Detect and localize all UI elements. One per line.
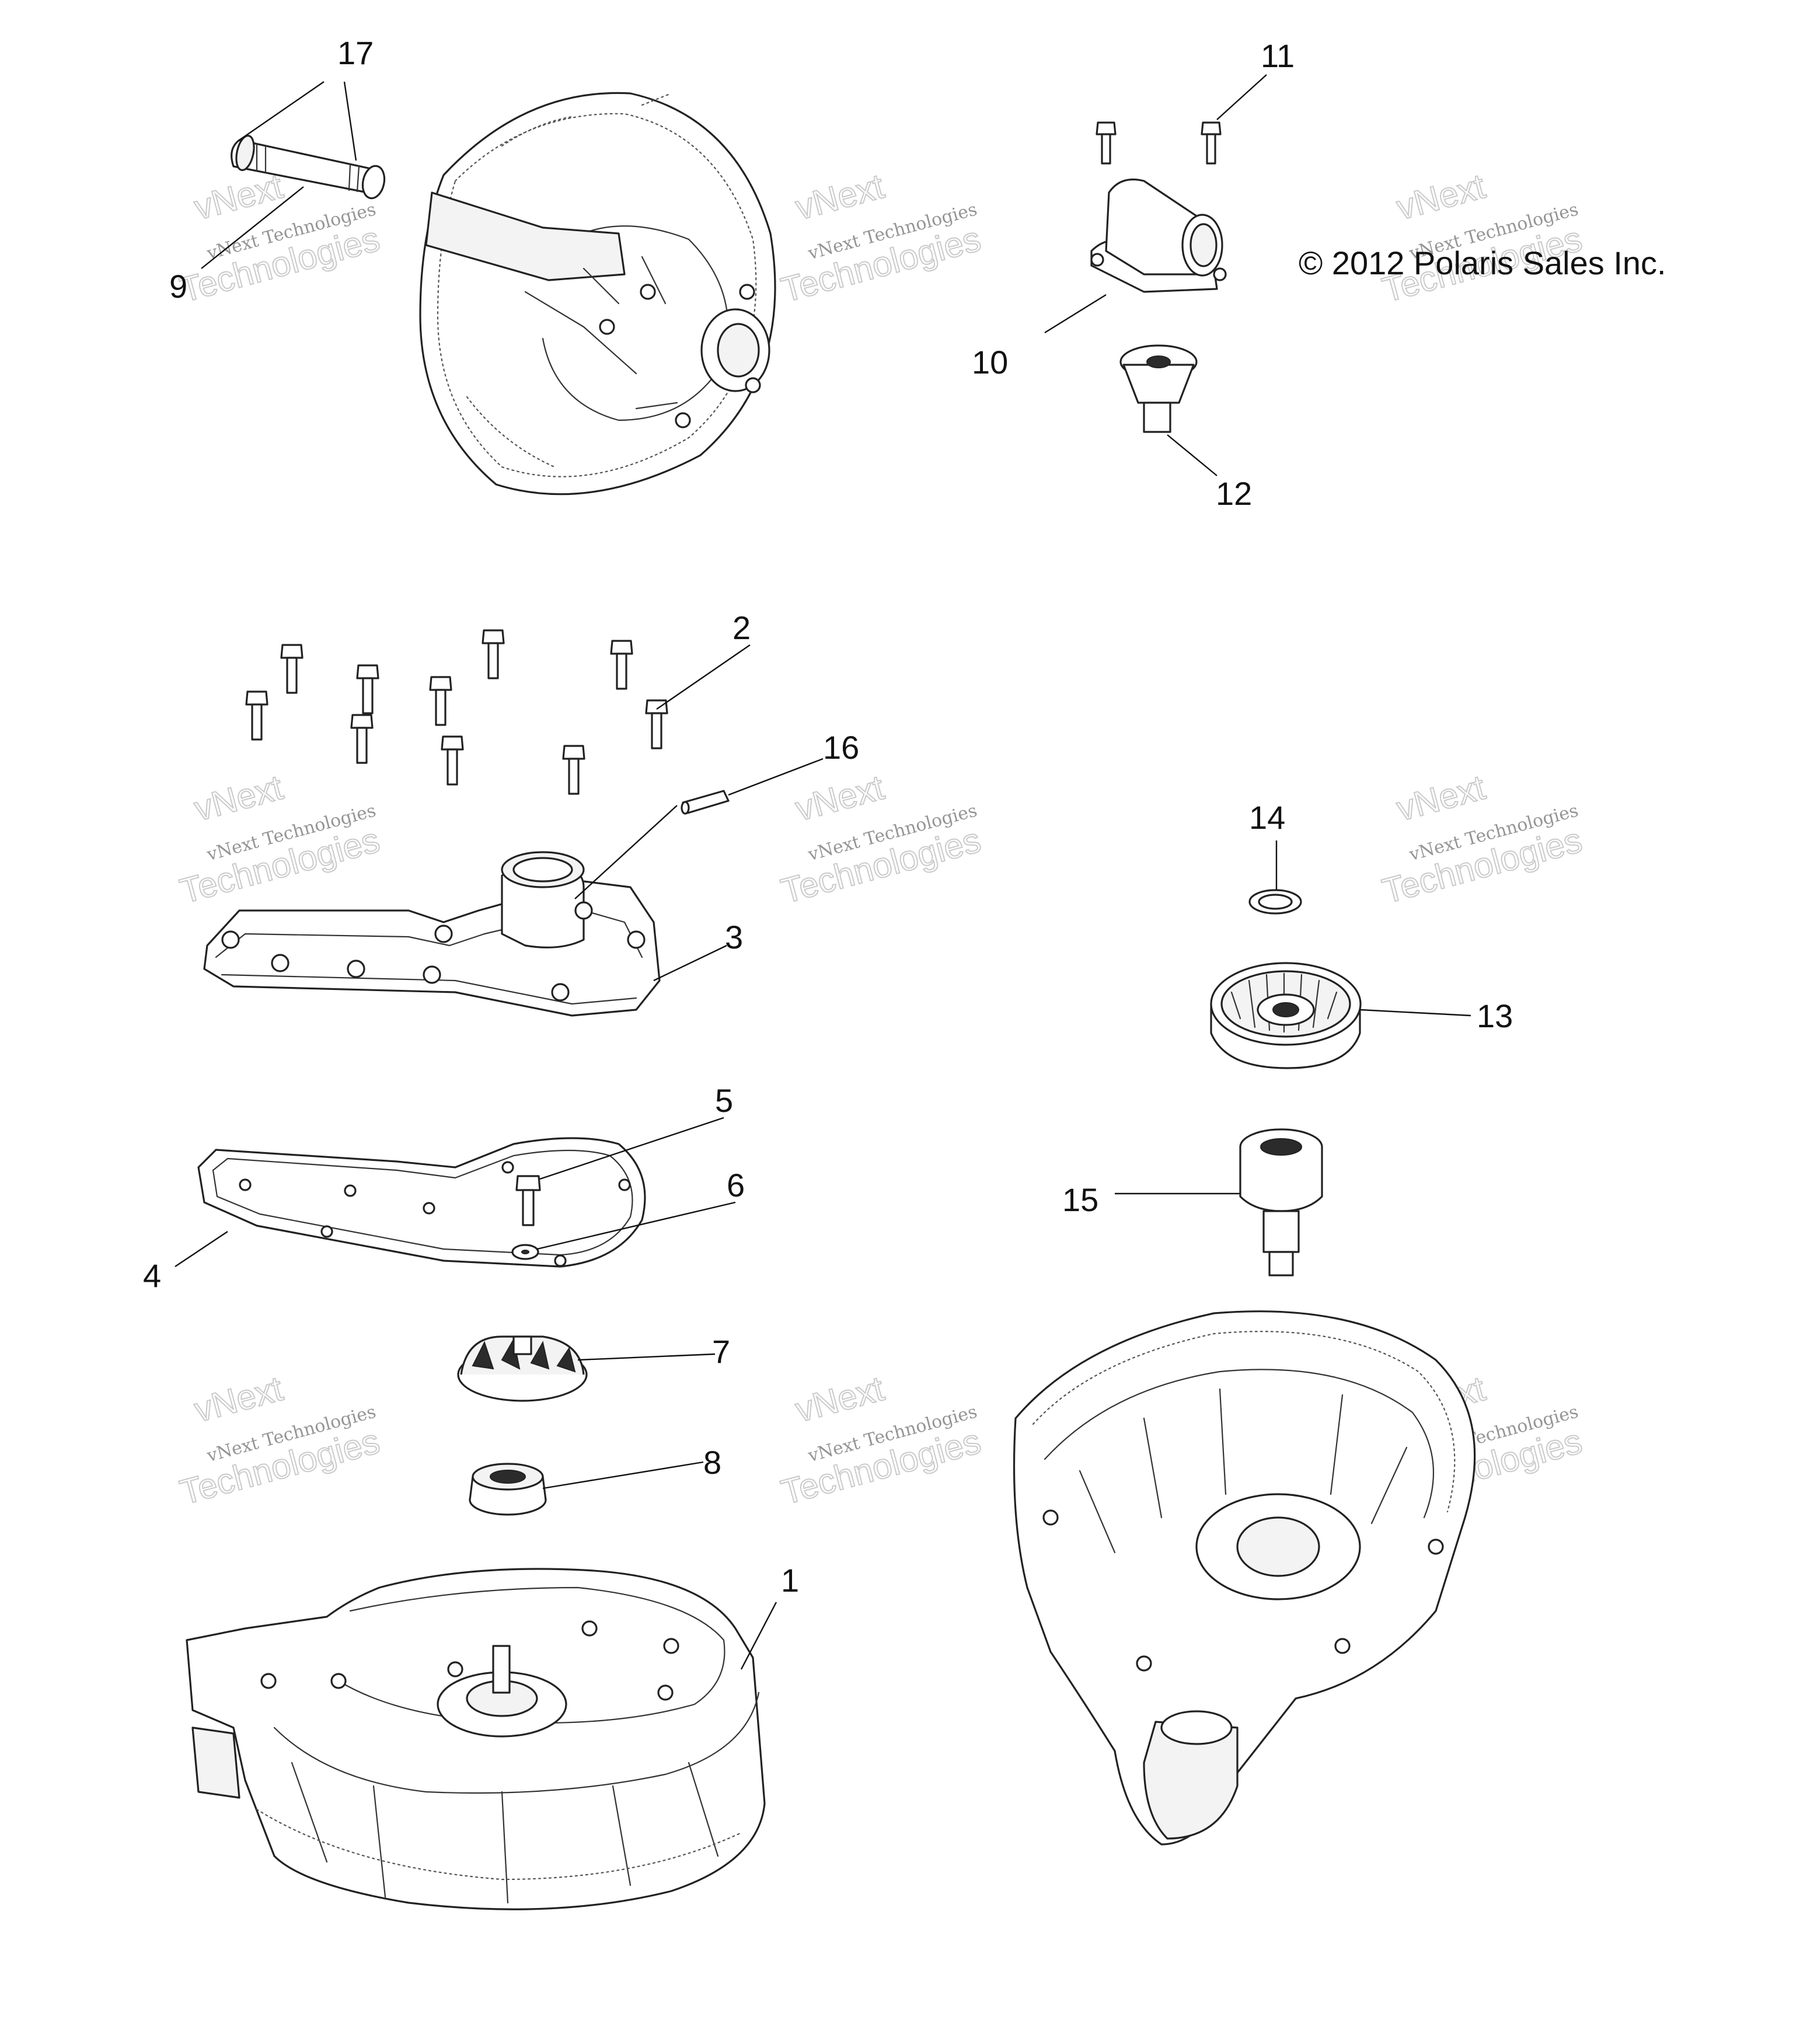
callout-10: 10 [972, 344, 1008, 381]
part-6-washer [511, 1244, 539, 1260]
callout-15: 15 [1062, 1181, 1098, 1218]
bolt [441, 735, 464, 786]
part-4-gasket [197, 1137, 646, 1268]
callout-3: 3 [725, 919, 743, 955]
part-housing-upper [419, 92, 776, 496]
watermark: vNext vNext Technologies Technologies [1378, 166, 1587, 311]
bolt [645, 699, 668, 749]
bolt [429, 676, 452, 726]
bolt [482, 629, 505, 679]
callout-17: 17 [337, 34, 374, 71]
callout-2: 2 [732, 609, 751, 646]
callout-13: 13 [1477, 997, 1513, 1034]
watermark: vNext vNext Technologies Technologies [777, 1368, 986, 1513]
callout-9: 9 [169, 268, 187, 305]
watermark: vNext vNext Technologies Technologies [777, 166, 986, 311]
callout-6: 6 [727, 1167, 745, 1204]
callout-1: 1 [781, 1562, 799, 1599]
svg-text:vNext: vNext [791, 1369, 888, 1429]
callout-5: 5 [715, 1082, 733, 1119]
part-12-thermostat [1119, 344, 1198, 433]
callout-16: 16 [823, 729, 859, 766]
callout-numbers: 17 9 11 10 12 2 16 3 5 6 4 7 8 1 14 13 1… [143, 34, 1513, 1599]
part-2-bolts [245, 629, 668, 795]
callout-8: 8 [703, 1444, 721, 1481]
callout-4: 4 [143, 1257, 161, 1294]
part-15-shaft [1239, 1128, 1323, 1276]
part-10-thermostat-housing [1090, 178, 1227, 293]
bolt [350, 714, 374, 764]
bolt [562, 745, 585, 795]
bolt [610, 640, 633, 690]
watermark: vNext vNext Technologies Technologies [1378, 767, 1587, 912]
bolt [1201, 121, 1222, 165]
leader-lines [175, 74, 1471, 1670]
part-housing-lower-right [1013, 1310, 1476, 1846]
svg-text:vNext: vNext [791, 166, 888, 227]
callout-14: 14 [1249, 799, 1285, 836]
svg-text:vNext: vNext [1393, 166, 1489, 227]
part-1-housing [186, 1568, 766, 1910]
bolt [1096, 121, 1117, 165]
part-11-bolts [1096, 121, 1222, 165]
svg-text:vNext: vNext [1393, 768, 1489, 828]
part-16-dowel [681, 790, 730, 815]
svg-text:vNext: vNext [791, 768, 888, 828]
bolt [245, 690, 268, 741]
callout-12: 12 [1216, 475, 1252, 512]
part-8-seal [469, 1463, 547, 1516]
svg-text:vNext: vNext [190, 768, 287, 828]
bolt [280, 644, 304, 694]
svg-text:vNext: vNext [190, 1369, 287, 1429]
part-7-impeller [457, 1335, 588, 1402]
part-3-pump-cover [203, 851, 661, 1017]
part-14-o-ring [1248, 889, 1302, 915]
watermark: vNext vNext Technologies Technologies [176, 767, 385, 912]
copyright-notice: © 2012 Polaris Sales Inc. [1299, 245, 1666, 281]
part-13-bearing [1210, 962, 1362, 1069]
callout-7: 7 [712, 1333, 730, 1370]
watermark: vNext vNext Technologies Technologies [176, 1368, 385, 1513]
part-9-sleeve [231, 134, 386, 200]
watermarks: vNext vNext Technologies Technologies vN… [176, 166, 1587, 1513]
svg-text:vNext: vNext [190, 166, 287, 227]
bolt [356, 664, 379, 714]
part-5-bolt [515, 1175, 541, 1226]
callout-11: 11 [1261, 37, 1295, 74]
